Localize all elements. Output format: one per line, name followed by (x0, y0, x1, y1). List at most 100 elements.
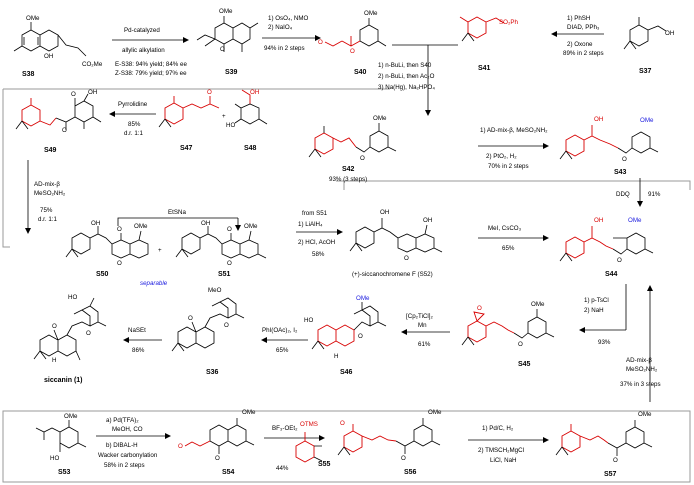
compound-label-s41: S41 (478, 65, 491, 72)
compound-label-s52: (+)-siccanochromene F (S52) (352, 271, 433, 278)
cond-2c: 94% in 2 steps (264, 45, 305, 52)
ho-label: HO (68, 294, 77, 301)
cond-1b: allylic alkylation (122, 47, 165, 54)
so2ph-label: SO₂Ph (499, 19, 518, 26)
cond-6a: 1) AD-mix-β, MeSO₂NH₂ (480, 127, 548, 134)
molecule-s49: O OH O (15, 89, 102, 134)
cond-11a: from S51 (302, 210, 328, 217)
cond-16c: 61% (418, 341, 431, 348)
co2me-label: CO₂Me (82, 61, 103, 68)
o-label: O (224, 322, 229, 329)
ome-label: OMe (26, 15, 40, 22)
ho-label: HO (226, 122, 235, 129)
meo-label: MeO (208, 287, 222, 294)
cond-11b: 1) LiAlH₄ (298, 221, 323, 228)
cond-3d: 89% in 2 steps (563, 50, 604, 57)
o-label: O (617, 257, 622, 264)
cond-8a: AD-mix-β (34, 181, 60, 188)
compound-label-s43: S43 (614, 169, 627, 176)
ho-label: HO (304, 317, 313, 324)
compound-label-s42: S42 (342, 166, 355, 173)
o-label: O (360, 155, 365, 162)
cond-4a: 1) n-BuLi, then S40 (378, 62, 432, 69)
oh-label: OH (88, 89, 97, 96)
cond-4b: 2) n-BuLi, then Ac₂O (378, 73, 435, 80)
cond-12a: MeI, CsCO₃ (488, 225, 522, 232)
cond-8c: 75% (40, 207, 53, 214)
compound-label-s55: S55 (318, 461, 331, 468)
cond-3b: DIAD, PPh₃ (567, 24, 600, 31)
cond-5c: d.r. 1:1 (124, 130, 143, 137)
o-label: O (613, 457, 618, 464)
cond-2a: 1) OsO₄, NMO (268, 15, 309, 22)
molecule-s42: OMe O (308, 115, 397, 162)
ome-label: OMe (638, 411, 652, 418)
plus-sign: + (158, 247, 162, 254)
cond-16a: [Cp₂TiCl]₂ (406, 313, 434, 320)
molecule-s38: OMe OH CO₂Me (13, 15, 103, 68)
molecule-siccanin: HO O O H (33, 294, 107, 364)
h-label: H (334, 353, 338, 360)
cond-3c: 2) Oxone (567, 41, 593, 48)
otms-label: OTMS (300, 421, 318, 428)
o-label: O (227, 226, 232, 233)
h-label: H (52, 357, 56, 364)
ome-label: OMe (242, 409, 256, 416)
o-label: O (340, 420, 345, 427)
ome-label: OMe (531, 301, 545, 308)
o-label: O (62, 127, 67, 134)
connector-s40-s41 (392, 44, 458, 108)
o-label: O (401, 455, 406, 462)
cond-18c: 37% in 3 steps (620, 381, 661, 388)
cond-14a: NaSEt (128, 327, 146, 334)
molecule-s48: OH HO (226, 89, 268, 129)
o-label: O (318, 39, 323, 46)
cond-19b: MeOH, CO (112, 426, 143, 433)
cond-13b: 91% (648, 191, 661, 198)
molecule-s57: OMe O (555, 411, 653, 464)
molecule-s40: O OMe O (318, 10, 387, 55)
cond-7: 93% (3 steps) (329, 176, 367, 183)
o-label: O (71, 91, 76, 98)
compound-label-siccanin: siccanin (1) (44, 377, 83, 384)
ethsna-bracket (117, 217, 238, 226)
o-label: O (220, 46, 225, 53)
ome-label: OMe (219, 8, 233, 15)
molecule-s53: OMe HO (35, 413, 87, 462)
compound-label-s39: S39 (225, 69, 238, 76)
cond-17c: 93% (598, 339, 611, 346)
cond-6c: 70% in 2 steps (488, 163, 529, 170)
oh-label: OH (423, 217, 432, 224)
o-label: O (117, 260, 122, 267)
ome-label: OMe (373, 115, 387, 122)
o-label: O (215, 455, 220, 462)
o-label: O (86, 330, 91, 337)
ome-label: OMe (364, 10, 378, 17)
o-label: O (477, 305, 482, 312)
molecule-s55: OTMS (295, 421, 323, 463)
molecule-s56: O OMe O (337, 409, 442, 462)
oh-label: OH (380, 209, 389, 216)
molecule-s43: OMe OH O (559, 116, 659, 163)
compound-label-s56: S56 (404, 469, 417, 476)
cond-8b: MeSO₂NH₂ (34, 190, 66, 197)
compound-label-s38: S38 (22, 71, 35, 78)
o-label: O (404, 255, 409, 262)
molecule-s51: OH O OMe O (175, 220, 267, 267)
cond-15b: 65% (276, 347, 289, 354)
o-label: O (518, 341, 523, 348)
o-label: O (178, 443, 183, 450)
cond-19a: a) Pd(TFA)₂ (106, 417, 139, 424)
compound-label-s48: S48 (244, 145, 257, 152)
oh-label: OH (44, 53, 53, 60)
oh-label: OH (594, 217, 603, 224)
panel-frame-top (2, 88, 691, 248)
molecule-s44: OMe OH O (559, 217, 654, 264)
oh-label: OH (594, 116, 603, 123)
ome-label: OMe (134, 223, 148, 230)
cond-21c: LiCl, NaH (490, 457, 516, 464)
oh-label: OH (201, 220, 210, 227)
cond-19c: b) DIBAL-H (106, 442, 138, 449)
compound-label-s47: S47 (180, 145, 193, 152)
